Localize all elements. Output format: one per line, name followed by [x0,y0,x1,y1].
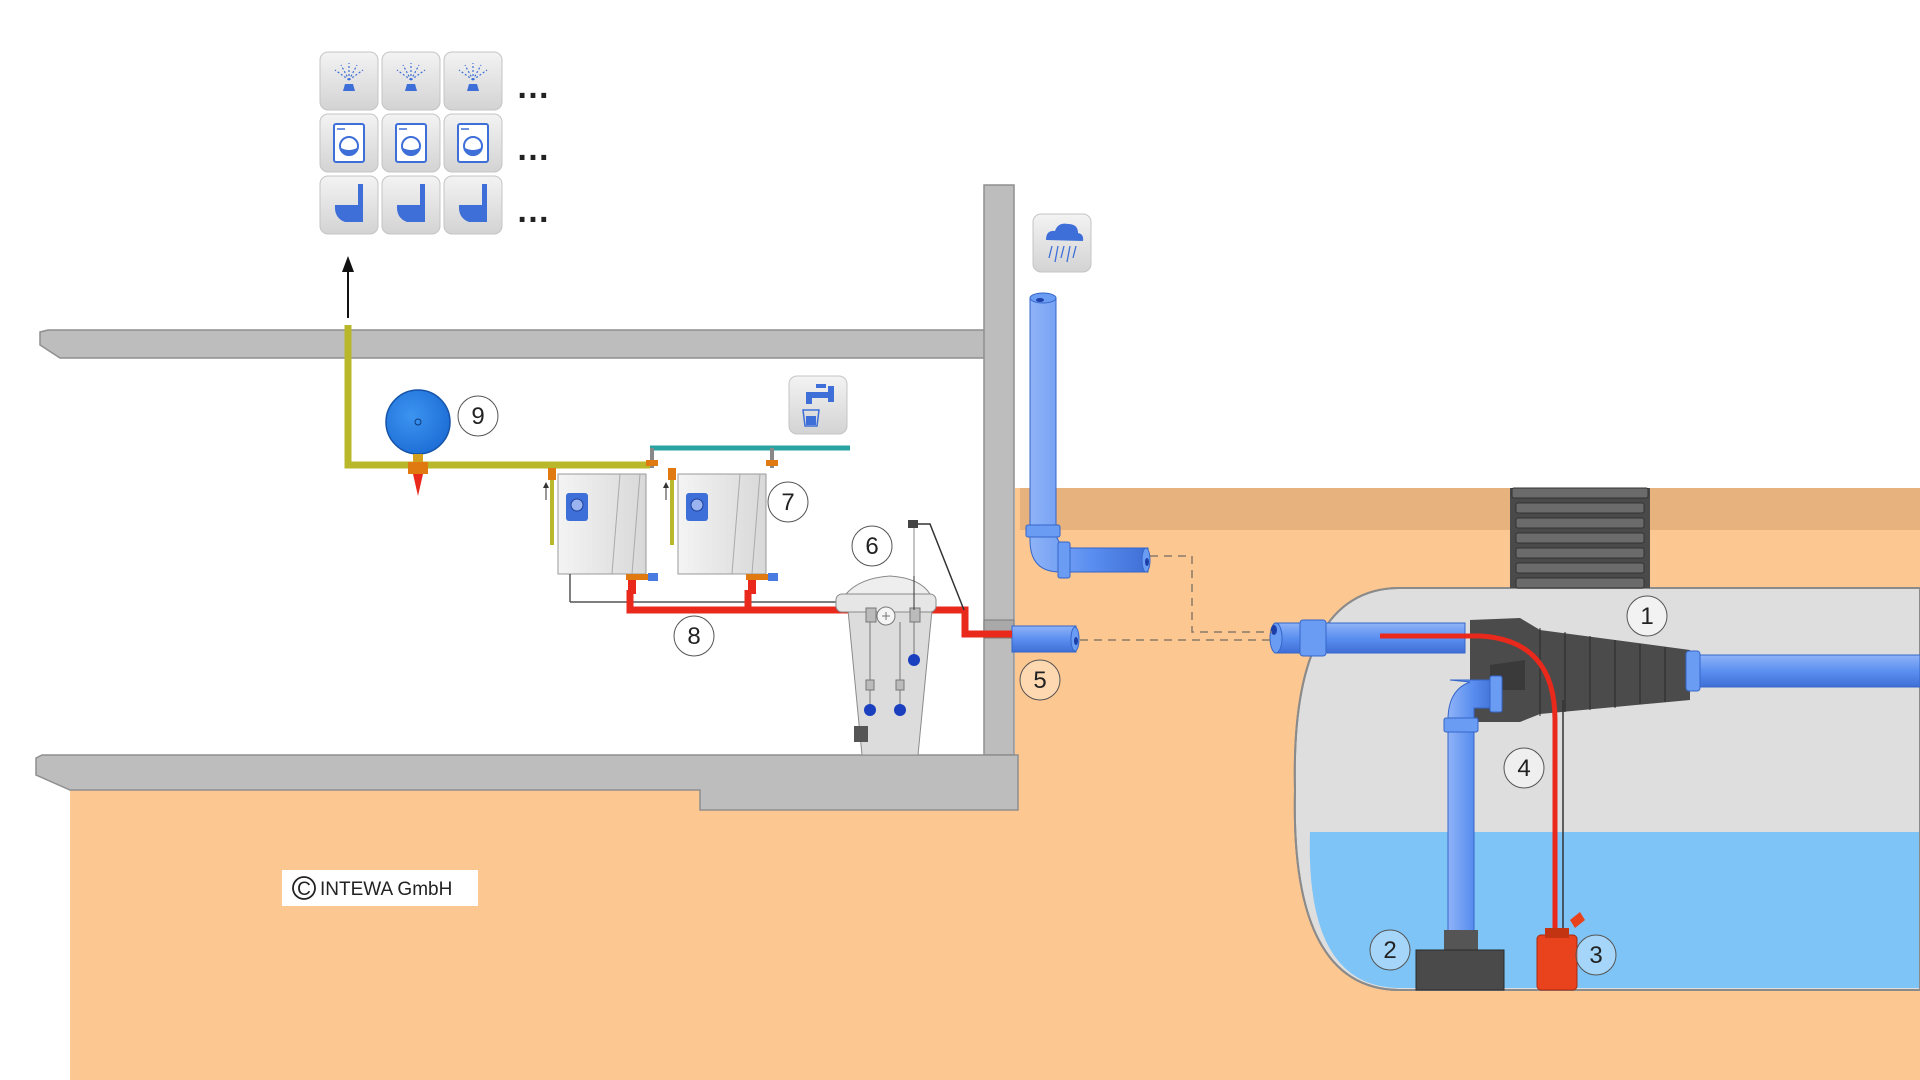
mains-branch-valves [646,448,778,468]
buried-pipe-connections [1080,555,1272,641]
callout-8-label: 8 [687,623,700,650]
callout-9: 9 [457,395,499,437]
submersible-pump [1380,633,1585,991]
tank-inlet-pipe [1269,619,1466,657]
copyright-text: INTEWA GmbH [320,879,452,900]
toilet-icon [381,175,441,235]
water-tap-icon [788,375,848,435]
rainwater-switching-unit [835,520,965,756]
tank-overflow-pipe [1685,650,1920,692]
callout-6-label: 6 [865,533,878,560]
rain-cloud-icon [1032,213,1092,273]
callout-5-label: 5 [1033,667,1046,694]
callout-2: 2 [1369,929,1411,971]
callout-3-label: 3 [1589,942,1602,969]
callout-5: 5 [1019,659,1061,701]
pump-station-2 [663,468,778,594]
overflow-sewer-pipe [1011,625,1080,653]
building-structure [35,184,1019,811]
garden-sprinkler-icon [319,51,379,111]
tank-access-shaft [1510,487,1650,589]
consumer-icon-grid: … … … [319,51,550,235]
roof-downpipe [1025,292,1151,579]
callout-3: 3 [1575,934,1617,976]
callout-1-label: 1 [1640,603,1653,630]
row-ellipsis-1: … [516,68,550,106]
supply-riser-arrow [342,256,354,318]
washing-machine-icon [381,113,441,173]
copyright-symbol: C [297,879,311,900]
callout-9-label: 9 [471,403,484,430]
callout-4-label: 4 [1517,755,1530,782]
callout-7: 7 [767,481,809,523]
row-ellipsis-3: … [516,192,550,230]
callout-6: 6 [851,525,893,567]
copyright-notice: C INTEWA GmbH [282,870,478,906]
garden-sprinkler-icon [443,51,503,111]
service-water-supply-pipe [344,325,650,469]
garden-sprinkler-icon [381,51,441,111]
toilet-icon [443,175,503,235]
toilet-icon [319,175,379,235]
row-ellipsis-2: … [516,130,550,168]
pressure-expansion-vessel [385,389,451,496]
callout-8: 8 [673,615,715,657]
callout-7-label: 7 [781,489,794,516]
pump-station-1 [543,468,658,594]
callout-2-label: 2 [1383,937,1396,964]
callout-4: 4 [1503,747,1545,789]
washing-machine-icon [443,113,503,173]
callout-1: 1 [1626,595,1668,637]
washing-machine-icon [319,113,379,173]
suction-line [569,574,1012,638]
calmed-inlet-pipe [1415,675,1505,991]
